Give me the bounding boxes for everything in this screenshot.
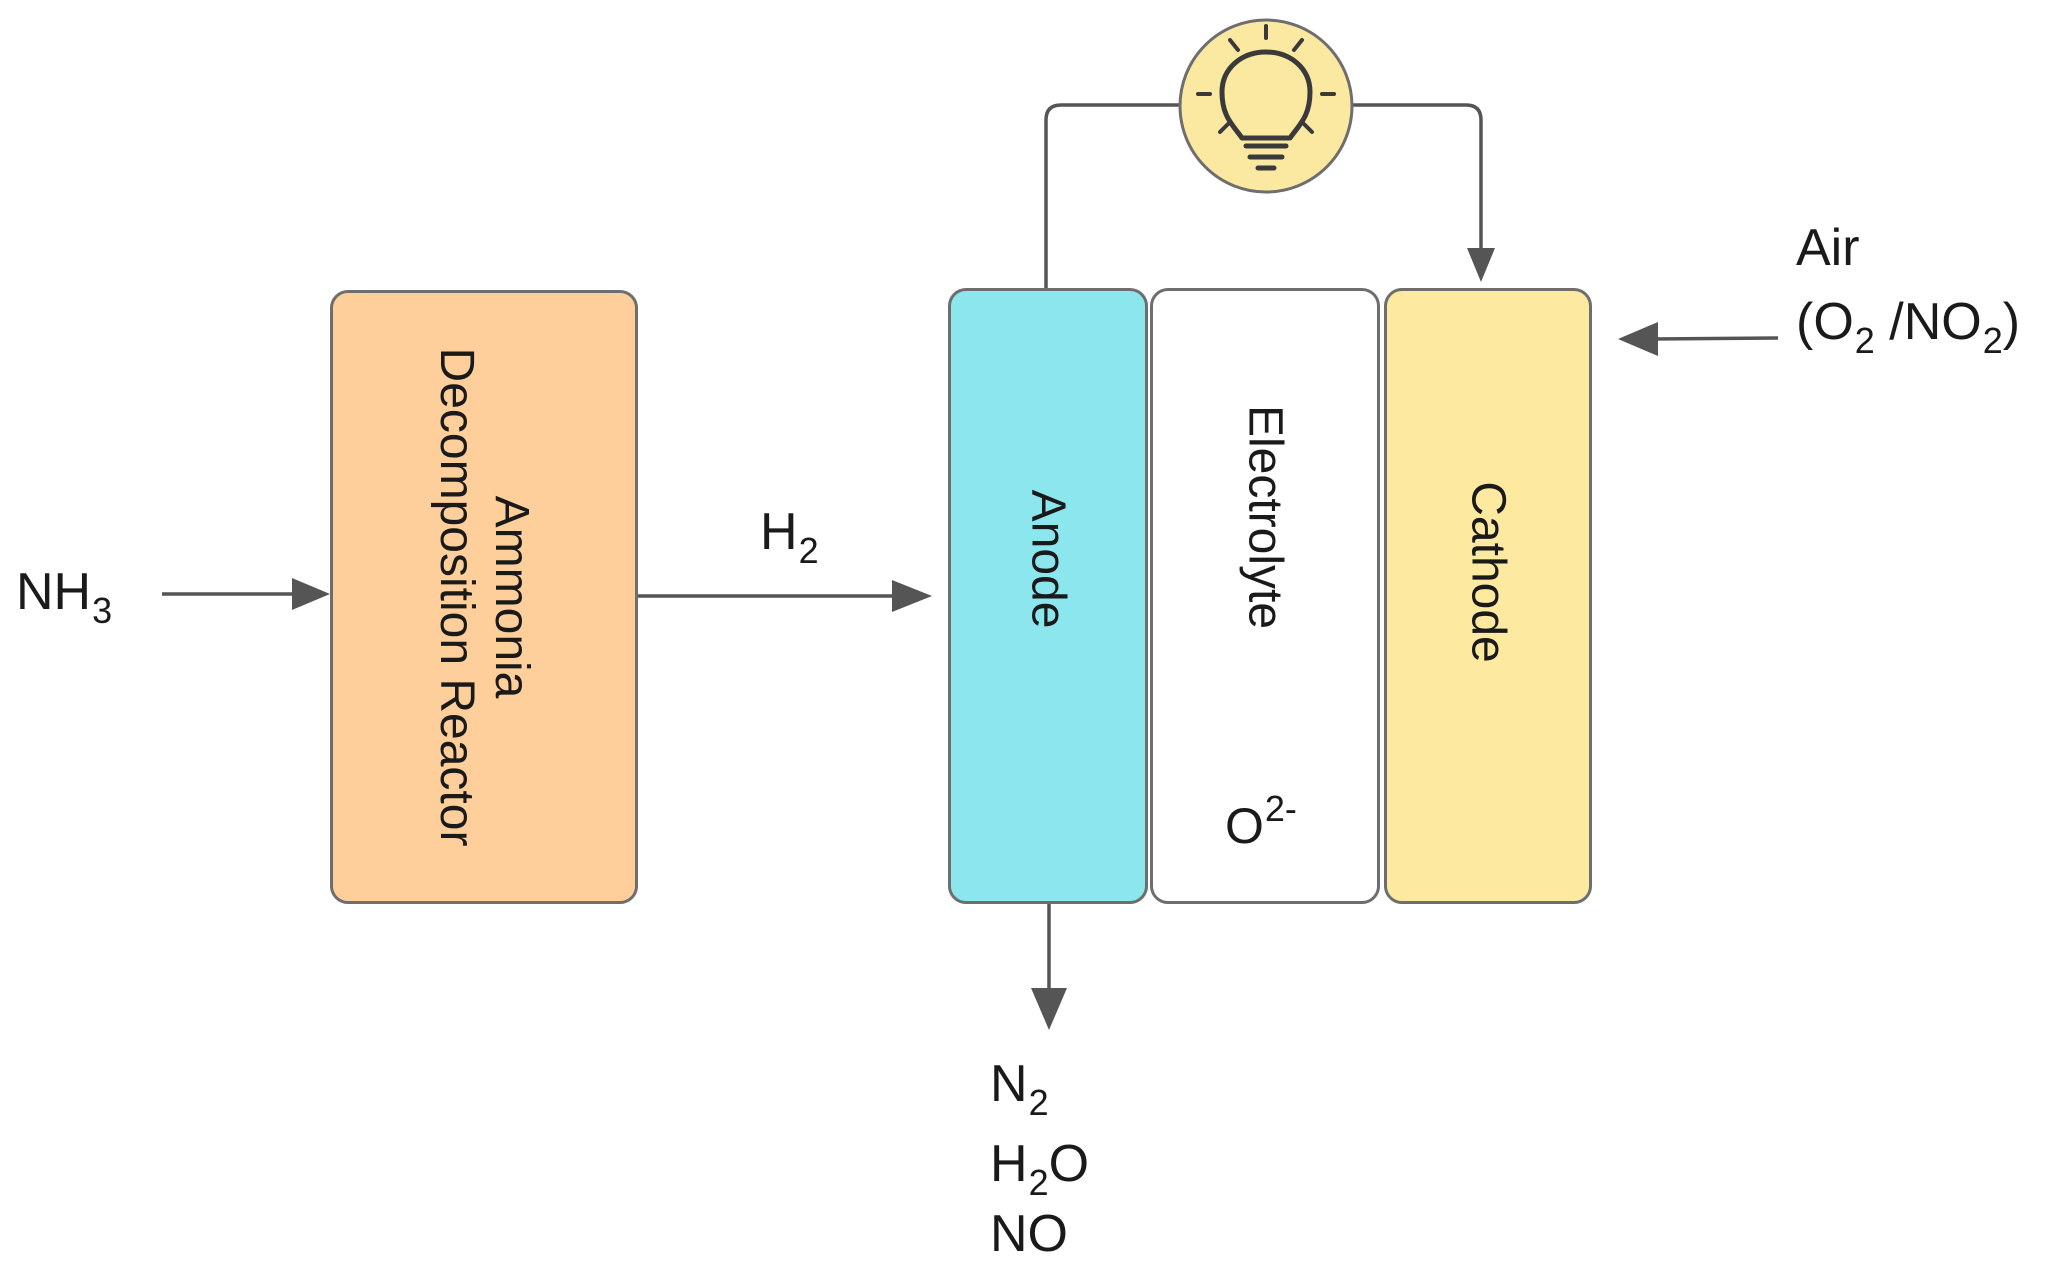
ammonia-reactor-box: Ammonia Decomposition Reactor: [330, 290, 638, 904]
h2-base: H: [760, 503, 798, 561]
nh3-label: NH3: [16, 563, 112, 629]
oxide-ion-base: O: [1225, 798, 1264, 854]
exhaust-arrowhead: [1031, 988, 1067, 1030]
h2o-sub: 2: [1028, 1162, 1049, 1203]
no2-sub: 2: [1982, 320, 2003, 361]
oxide-ion-label: O2-: [1225, 791, 1297, 854]
h2o-tail: O: [1048, 1135, 1090, 1193]
h2-label: H2: [760, 503, 819, 569]
light-bulb-icon: [1178, 18, 1354, 194]
reactor-label: Ammonia Decomposition Reactor: [429, 348, 539, 847]
oxide-ion-charge: 2-: [1264, 788, 1297, 829]
air-label-line1: Air: [1796, 219, 1860, 277]
nh3-base: NH: [16, 563, 92, 621]
no2-base: /NO: [1874, 293, 1982, 351]
cathode-box: Cathode: [1384, 288, 1592, 904]
anode-label: Anode: [1021, 489, 1075, 629]
circuit-wire: [1044, 103, 1483, 290]
circuit-arrowhead: [1467, 248, 1495, 282]
reactor-label-line1: Ammonia: [485, 495, 539, 699]
h2-sub: 2: [798, 530, 819, 571]
air-composition-label: (O2 /NO2): [1796, 293, 2021, 359]
n2-sub: 2: [1028, 1082, 1049, 1123]
electrolyte-box: Electrolyte O2-: [1150, 288, 1380, 904]
nh3-arrowhead: [292, 578, 330, 610]
o2-base: O: [1813, 293, 1854, 351]
h2o-base: H: [990, 1135, 1028, 1193]
air-open-paren: (: [1796, 293, 1814, 351]
air-close-paren: ): [2002, 293, 2021, 351]
electrolyte-label: Electrolyte: [1238, 404, 1292, 629]
no-output-label: NO: [990, 1205, 1068, 1263]
o2-sub: 2: [1854, 320, 1875, 361]
air-arrow-line: [1649, 336, 1779, 341]
nh3-sub: 3: [92, 590, 113, 631]
cathode-label: Cathode: [1461, 480, 1515, 663]
h2o-output-label: H2O: [990, 1135, 1090, 1201]
anode-box: Anode: [948, 288, 1148, 904]
air-label: Air: [1796, 222, 1860, 274]
reactor-label-line2: Decomposition Reactor: [430, 347, 483, 847]
air-arrowhead: [1618, 322, 1658, 356]
n2-base: N: [990, 1055, 1028, 1113]
n2-output-label: N2: [990, 1055, 1049, 1121]
h2-arrowhead: [892, 580, 932, 612]
